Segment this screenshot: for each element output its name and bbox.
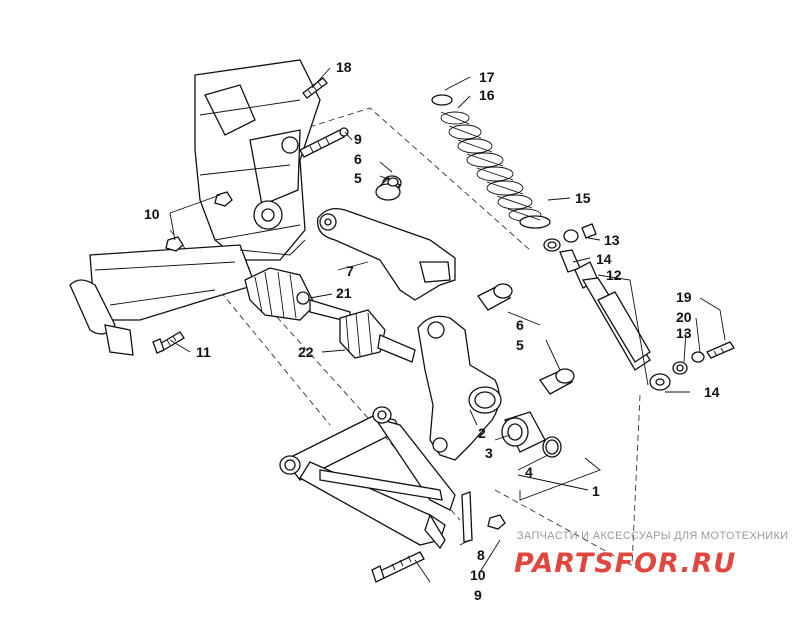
swing-arm-knuckle [417,315,502,461]
callout-4: 4 [525,464,533,480]
link-arm [316,207,456,301]
lower-bushings [477,283,575,395]
callout-2: 2 [478,425,486,441]
callout-5-upper: 5 [354,170,362,186]
callout-13-upper: 13 [604,232,620,248]
leader-lines [169,67,726,583]
bearing-and-ring [501,411,562,458]
callout-labels: 18 9 6 5 10 7 21 11 22 17 16 15 13 14 12… [144,59,720,603]
callout-14-lower: 14 [704,384,720,400]
callout-16: 16 [479,87,495,103]
coil-spring [431,94,561,252]
callout-8: 8 [477,547,485,563]
drive-shaft [244,267,416,363]
hardware [152,77,506,583]
shock-hardware [581,223,735,375]
callout-18: 18 [336,59,352,75]
upper-bushings [375,175,402,201]
callout-17: 17 [479,69,495,85]
watermark-logo: PARTSFOR.RU [514,548,736,579]
shock-absorber [559,229,671,391]
callout-6-upper: 6 [354,151,362,167]
callout-19: 19 [676,289,692,305]
callout-12: 12 [606,267,622,283]
callout-6-lower: 6 [516,317,524,333]
callout-20: 20 [676,309,692,325]
callout-1: 1 [592,483,600,499]
watermark-caption: ЗАПЧАСТИ И АКСЕССУАРЫ ДЛЯ МОТОТЕХНИКИ [517,530,788,542]
callout-9-upper: 9 [354,131,362,147]
watermark: ЗАПЧАСТИ И АКСЕССУАРЫ ДЛЯ МОТОТЕХНИКИ PA… [514,530,788,579]
callout-7: 7 [346,263,354,279]
callout-21: 21 [336,285,352,301]
callout-10-lower: 10 [470,567,486,583]
callout-15: 15 [575,190,591,206]
callout-14-upper: 14 [596,251,612,267]
callout-5-lower: 5 [516,337,524,353]
a-frame-arm [279,406,456,550]
callout-11: 11 [196,344,211,360]
callout-22: 22 [298,344,314,360]
callout-13-lower: 13 [676,325,692,341]
callout-9-lower: 9 [474,587,482,603]
callout-3: 3 [485,445,493,461]
callout-10-left: 10 [144,206,160,222]
